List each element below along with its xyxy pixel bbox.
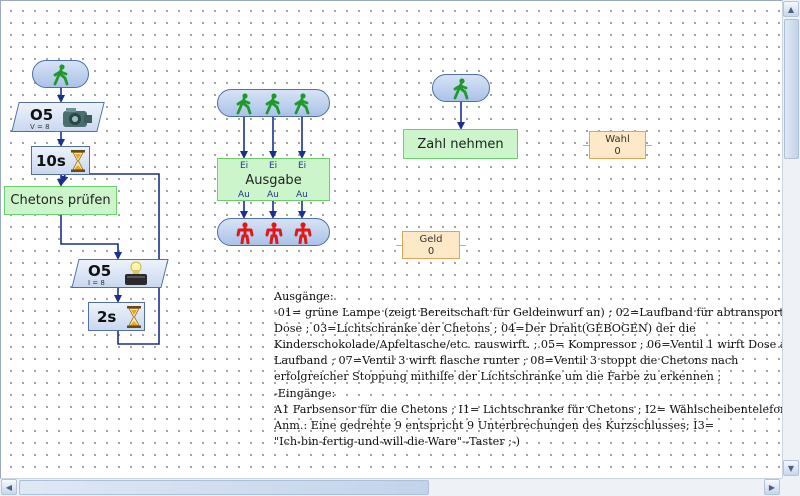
wahl-connector-left (583, 145, 589, 146)
push-button-input-icon (125, 261, 147, 285)
stop-terminal-group[interactable] (217, 218, 330, 246)
motor-output-block[interactable]: O5 V = 8 (11, 102, 105, 132)
comment-line: A1 Farbsensor für die Chetons ; I1= Lich… (274, 402, 788, 416)
comment-line: -Eingänge: (274, 386, 336, 400)
wahl-variable[interactable]: Wahl 0 (583, 131, 652, 159)
program-canvas[interactable]: O5 V = 8 10s Chetons prüfen O5 I = 8 (0, 0, 800, 478)
wahl-value: 0 (614, 146, 621, 157)
wahl-name: Wahl (605, 134, 630, 145)
input-sub: I = 8 (88, 279, 105, 287)
comment-line: Anm.: Eine gedrehte 9 entspricht 9 Unter… (274, 418, 715, 432)
scroll-down-button[interactable]: ▼ (783, 460, 799, 476)
green-walking-man-icon (53, 64, 69, 86)
comment-line: "Ich-bin-fertig-und-will-die-Ware"--Tast… (274, 434, 521, 448)
port-in-3: Ei (298, 161, 307, 171)
red-standing-man-icon (236, 222, 254, 244)
port-out-3: Au (296, 190, 308, 200)
comment-line: Dose ; 03=Lichtschranke der Chetons ; 04… (274, 322, 696, 336)
scroll-left-button[interactable]: ◀ (1, 479, 17, 495)
hourglass-icon (71, 150, 85, 172)
comment-line: Laufband ; 07=Ventil 3 wirft flasche run… (274, 354, 739, 368)
comment-line: Ausgänge: (274, 290, 334, 303)
switch-input-block[interactable]: O5 I = 8 (71, 259, 169, 288)
green-walking-man-icon (236, 93, 252, 115)
green-walking-man-icon (453, 78, 469, 100)
horizontal-scroll-thumb[interactable] (19, 480, 429, 495)
geld-connector-left (396, 245, 402, 246)
vertical-scroll-thumb[interactable] (784, 19, 799, 159)
motor-output-icon (63, 108, 92, 127)
vertical-scrollbar[interactable]: ▲ ▼ (782, 0, 800, 478)
comment-line: -01= grüne Lampe (zeigt Bereitschaft für… (274, 306, 800, 320)
ausgabe-block[interactable]: Ei Ei Ei Ausgabe Au Au Au (217, 158, 330, 201)
ausgabe-label: Ausgabe (245, 173, 302, 188)
start-block[interactable] (32, 60, 89, 88)
port-out-1: Au (238, 190, 250, 200)
wahl-connector-right (646, 145, 652, 146)
program-comment[interactable]: Ausgänge: -01= grüne Lampe (zeigt Bereit… (274, 289, 800, 450)
horizontal-scrollbar[interactable]: ◀ ▶ (0, 478, 782, 496)
start-terminal-group[interactable] (217, 89, 330, 117)
port-out-2: Au (267, 190, 279, 200)
input-label: O5 (88, 262, 112, 280)
output-sub: V = 8 (30, 123, 50, 131)
output-label: O5 (30, 106, 54, 124)
green-walking-man-icon (294, 93, 310, 115)
timer-2s-label: 2s (97, 308, 117, 326)
geld-connector-right (460, 245, 466, 246)
hourglass-icon (127, 306, 141, 328)
wait-2s-block[interactable]: 2s (88, 302, 145, 331)
comment-line: erfolgreicher Stoppung mithilfe der Lich… (274, 370, 722, 384)
port-in-2: Ei (269, 161, 278, 171)
green-walking-man-icon (265, 93, 281, 115)
red-standing-man-icon (294, 222, 312, 244)
geld-variable[interactable]: Geld 0 (396, 231, 466, 259)
chetons-pruefen-block[interactable]: Chetons prüfen (4, 186, 117, 215)
scroll-up-button[interactable]: ▲ (783, 1, 799, 17)
port-in-1: Ei (240, 161, 249, 171)
start-block-2[interactable] (432, 74, 490, 102)
red-standing-man-icon (265, 222, 283, 244)
zahl-nehmen-block[interactable]: Zahl nehmen (403, 129, 518, 159)
scroll-right-button[interactable]: ▶ (764, 479, 780, 495)
geld-value: 0 (427, 246, 435, 257)
timer-10s-label: 10s (36, 152, 66, 170)
wait-10s-block[interactable]: 10s (31, 146, 90, 175)
comment-line: Kinderschokolade/Apfeltasche/etc. rauswi… (274, 338, 798, 352)
geld-name: Geld (419, 234, 443, 245)
scrollbar-corner (782, 478, 800, 496)
